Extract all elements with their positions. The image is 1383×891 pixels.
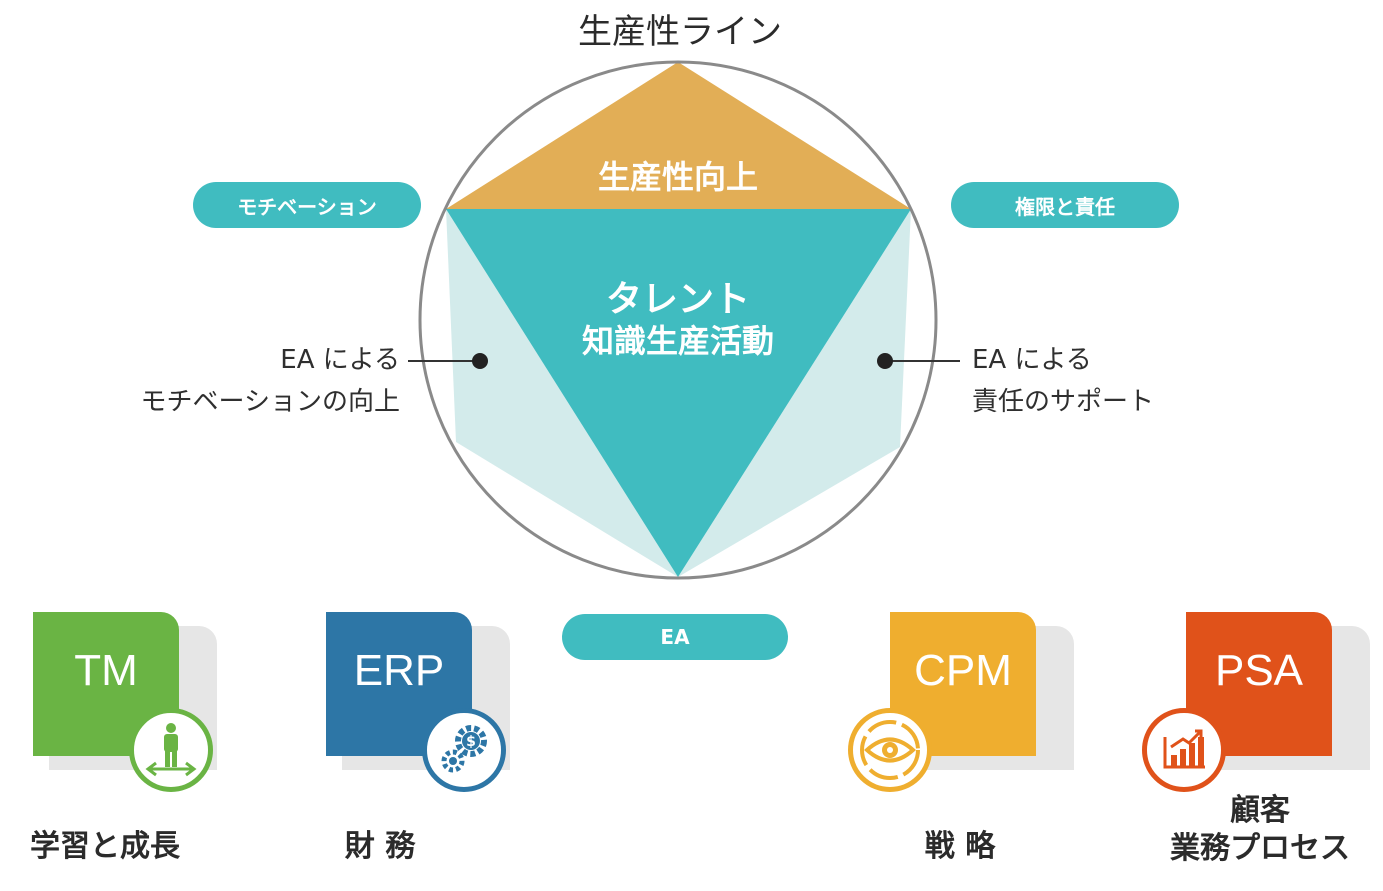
psa-caption-line2: 業務プロセス [1170,831,1350,866]
eye-icon [848,708,932,792]
left-connector-dot [472,353,488,369]
tm-code: TM [74,646,138,695]
psa-card: PSA [1142,612,1370,792]
right-connector-dot [877,353,893,369]
productivity-circle [418,60,938,580]
productivity-triangle [446,62,911,209]
right-note-line1: EA による [972,345,1092,375]
knowledge-activity-label: 知識生産活動 [581,322,774,360]
erp-code: ERP [353,646,445,695]
productivity-diagram [408,60,960,580]
right-note-line2: 責任のサポート [972,387,1155,417]
tm-card: TM [33,612,217,792]
talent-triangle [446,209,911,577]
erp-caption: 財 務 [344,829,416,864]
cpm-code: CPM [914,646,1012,695]
left-note-line2: モチベーションの向上 [140,387,400,417]
productivity-up-label: 生産性向上 [597,158,758,196]
talent-label: タレント [605,279,750,320]
bar-chart-icon [1142,708,1226,792]
person-icon [129,708,213,792]
tm-caption: 学習と成長 [30,829,180,864]
ea-pill: EA [562,614,788,660]
svg-text:$: $ [466,734,476,750]
psa-code: PSA [1214,646,1304,695]
psa-caption-line1: 顧客 [1230,793,1290,828]
page-title: 生産性ライン [578,12,782,52]
cpm-card: CPM [848,612,1074,792]
motivation-pill: モチベーション [193,182,421,228]
authority-pill: 権限と責任 [951,182,1179,228]
left-note-line1: EA による [280,345,400,375]
cpm-caption: 戦 略 [924,829,996,864]
erp-card: ERP $ [326,612,510,792]
gears-dollar-icon: $ [422,708,506,792]
